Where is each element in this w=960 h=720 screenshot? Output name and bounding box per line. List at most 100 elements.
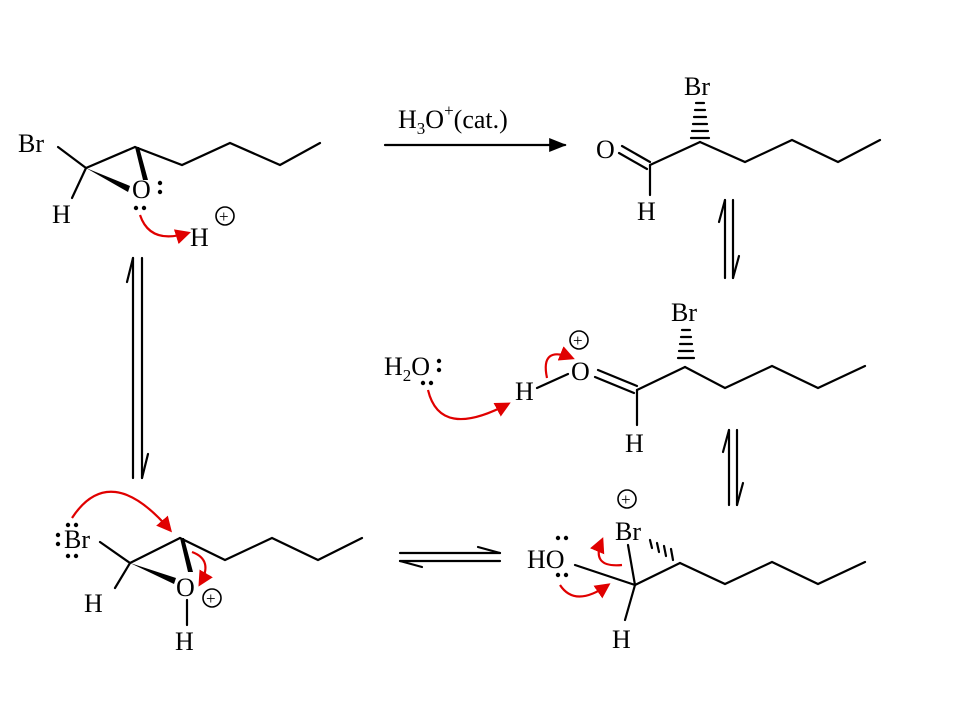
atom-o-4: O — [176, 573, 195, 602]
alkyl-chain — [683, 364, 867, 390]
half-arrowhead — [476, 545, 502, 555]
bond — [623, 583, 637, 622]
positive-charge: + — [569, 330, 589, 350]
lone-pair-dot — [420, 380, 426, 386]
equilibrium-arrows-right-bottom — [721, 428, 745, 507]
bond — [648, 140, 702, 167]
equilibrium-arrows-left — [125, 256, 150, 480]
double-bond — [617, 151, 649, 171]
hashed-wedge — [676, 328, 696, 360]
lone-pair-dot — [436, 358, 442, 364]
lone-pair-dot — [563, 572, 569, 578]
bond — [70, 166, 88, 200]
half-arrowhead — [398, 559, 424, 569]
alkyl-chain — [133, 141, 322, 167]
molecule-bromo-epoxide: Br O H H + — [18, 129, 322, 252]
atom-h-6: H — [175, 627, 194, 656]
bond — [56, 145, 88, 170]
lone-pair-dot — [65, 553, 71, 559]
positive-charge: + — [617, 489, 637, 509]
bond — [635, 365, 687, 392]
lone-pair-dot — [55, 541, 61, 547]
lone-pair-dot — [428, 380, 434, 386]
electron-arrow — [544, 346, 575, 379]
equilibrium-arrows-right-top — [717, 198, 741, 280]
electron-arrow — [426, 389, 511, 421]
double-bond — [593, 375, 636, 395]
electron-arrow — [590, 537, 623, 567]
atom-ho: HO — [527, 545, 565, 574]
atom-o-3: O — [571, 357, 590, 386]
atom-h-3: H — [515, 377, 534, 406]
bond — [113, 561, 132, 590]
lone-pair-dot — [436, 367, 442, 373]
equilibrium-arrows-bottom — [398, 545, 502, 569]
alkyl-chain — [698, 138, 882, 164]
atom-br-2: Br — [684, 72, 710, 101]
lone-pair-dot — [55, 532, 61, 538]
lone-pair-dot — [555, 535, 561, 541]
positive-charge: + — [215, 206, 235, 226]
molecule-oxocarbenium: H2O H O + H Br — [384, 298, 867, 458]
atom-br-4: Br — [64, 525, 90, 554]
wedge-bond — [86, 168, 130, 192]
bond — [633, 561, 682, 587]
wedge-bond — [135, 147, 148, 180]
atom-h-2: H — [637, 197, 656, 226]
lone-pair-dot — [157, 189, 163, 195]
electron-arrow — [71, 490, 173, 533]
electron-arrow — [191, 550, 213, 587]
lone-pair-dot — [555, 572, 561, 578]
svg-text:+: + — [206, 589, 216, 608]
half-arrowhead — [125, 256, 135, 284]
molecule-protonated-epoxide: Br H O + H — [55, 490, 364, 656]
bond — [98, 540, 132, 565]
bond — [573, 563, 637, 587]
atom-h-1: H — [52, 200, 71, 229]
half-arrowhead — [735, 481, 745, 507]
positive-charge: + — [202, 588, 222, 608]
svg-text:+: + — [621, 490, 631, 509]
half-arrowhead — [731, 254, 741, 280]
electron-arrow — [559, 583, 611, 599]
bond — [535, 372, 570, 390]
atom-h-proton: H — [190, 223, 209, 252]
lone-pair-dot — [73, 553, 79, 559]
hashed-wedge — [648, 538, 675, 562]
atom-h-5: H — [84, 589, 103, 618]
lone-pair-dot — [157, 180, 163, 186]
reagent-label: H3O+(cat.) — [398, 101, 508, 138]
atom-br-5: Br — [615, 517, 641, 546]
atom-br-1: Br — [18, 129, 44, 158]
svg-text:+: + — [573, 331, 583, 350]
molecule-bromonium-intermediate: HO Br + H — [527, 489, 867, 654]
double-bond — [620, 144, 652, 164]
alkyl-chain — [678, 560, 867, 586]
atom-h-4: H — [625, 429, 644, 458]
water-label: H2O — [384, 352, 430, 385]
hashed-wedge — [689, 101, 711, 140]
svg-text:+: + — [219, 207, 229, 226]
half-arrowhead — [717, 198, 727, 224]
atom-h-7: H — [612, 625, 631, 654]
alkyl-chain — [178, 536, 364, 562]
bond — [626, 543, 637, 587]
lone-pair-dot — [133, 205, 139, 211]
half-arrowhead — [721, 428, 731, 454]
atom-o-1: O — [132, 175, 151, 204]
bond — [128, 536, 182, 565]
bond — [84, 145, 137, 170]
wedge-bond — [130, 563, 176, 584]
molecule-bromoaldehyde: Br O H — [596, 72, 882, 226]
double-bond — [596, 368, 639, 388]
electron-arrow — [138, 214, 191, 245]
atom-br-3: Br — [671, 298, 697, 327]
lone-pair-dot — [563, 535, 569, 541]
lone-pair-dot — [141, 205, 147, 211]
half-arrowhead — [140, 452, 150, 480]
reaction-arrow-group: H3O+(cat.) — [383, 101, 567, 153]
atom-o-2: O — [596, 135, 615, 164]
wedge-bond — [180, 538, 193, 572]
